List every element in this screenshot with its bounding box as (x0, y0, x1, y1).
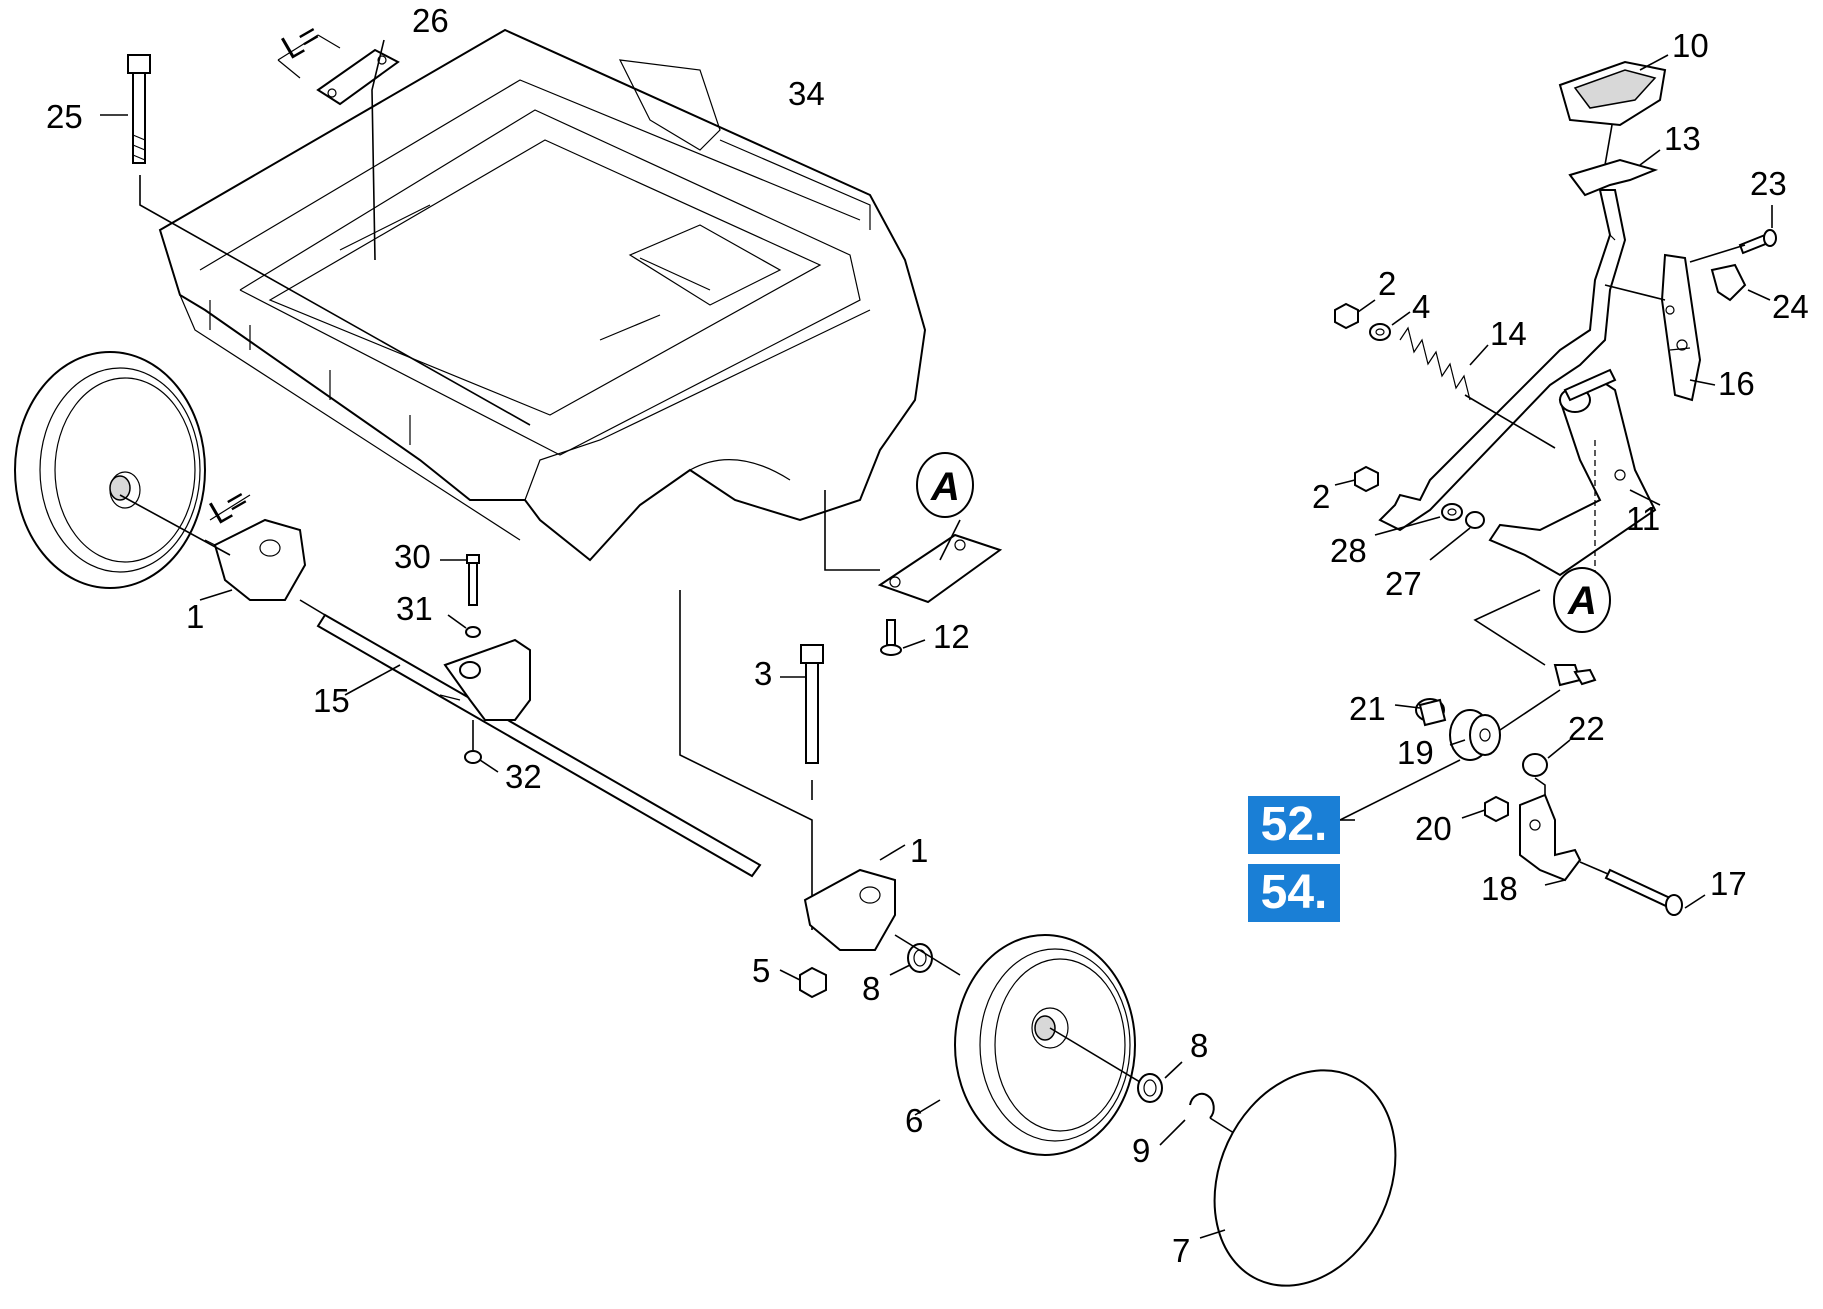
nut-part-2-a (1334, 299, 1376, 330)
badge-54[interactable]: 54. (1248, 864, 1340, 922)
clip-part-24 (1710, 263, 1771, 302)
nut-part-5 (779, 966, 827, 999)
washer-part-31 (447, 614, 481, 638)
wheel-left (14, 351, 206, 589)
callout-1-right: 1 (910, 832, 928, 869)
callout-28: 28 (1330, 532, 1367, 569)
bracket-part-18 (1519, 793, 1582, 886)
callout-10: 10 (1672, 27, 1709, 64)
dimension-label-top: L= (275, 15, 326, 66)
callout-9: 9 (1132, 1132, 1150, 1169)
callout-4: 4 (1412, 288, 1430, 325)
callout-26: 26 (412, 2, 449, 39)
marker-a-2-label: A (1567, 579, 1597, 623)
lever-part-13 (1378, 149, 1661, 532)
callout-3: 3 (754, 655, 772, 692)
callout-23: 23 (1750, 165, 1787, 202)
callout-1-left: 1 (186, 598, 204, 635)
plate-part-12 (824, 490, 1003, 604)
center-bracket (439, 638, 531, 721)
bolt-part-17 (1579, 861, 1706, 916)
badge-52[interactable]: 52. (1248, 796, 1340, 854)
axle-part-15 (299, 599, 762, 878)
callout-labels: 26 25 34 10 13 23 24 2 4 14 16 2 11 28 2… (46, 2, 1809, 1269)
marker-a-1-label: A (930, 465, 960, 509)
pin-part-22-top (1553, 664, 1597, 687)
callout-12: 12 (933, 618, 970, 655)
callout-7: 7 (1172, 1232, 1190, 1269)
callout-32: 32 (505, 758, 542, 795)
callout-27: 27 (1385, 565, 1422, 602)
axle-bracket-right-part-1 (803, 844, 906, 951)
callout-16: 16 (1718, 365, 1755, 402)
callout-19: 19 (1397, 734, 1434, 771)
callout-20: 20 (1415, 810, 1452, 847)
callout-17: 17 (1710, 865, 1747, 902)
callout-13: 13 (1664, 120, 1701, 157)
roller-part-19 (1339, 689, 1561, 821)
callout-6: 6 (905, 1102, 923, 1139)
housing-part-34 (158, 28, 927, 562)
spring-part-14 (1399, 326, 1556, 449)
nut-part-32 (464, 720, 499, 773)
nut-part-2-b (1334, 465, 1379, 493)
sleeve-part-21 (1394, 698, 1447, 727)
callout-30: 30 (394, 538, 431, 575)
pedal-pad-part-10 (1558, 54, 1669, 166)
washer-part-8-a (889, 934, 961, 976)
callout-2-top: 2 (1378, 265, 1396, 302)
washer-part-4 (1369, 311, 1411, 341)
plate-part-16 (1604, 253, 1716, 402)
washer-part-28 (1374, 503, 1463, 536)
washer-part-27 (1429, 511, 1485, 561)
washer-part-8-b (1137, 1061, 1183, 1103)
callout-11: 11 (1626, 500, 1660, 537)
screw-part-23 (1689, 205, 1777, 263)
callout-22: 22 (1568, 710, 1605, 747)
callout-18: 18 (1481, 870, 1518, 907)
callout-2-mid: 2 (1312, 478, 1330, 515)
callout-31: 31 (396, 590, 433, 627)
marker-a-2 (1473, 567, 1611, 666)
screw-part-12 (880, 619, 926, 656)
bushing-part-22 (1522, 739, 1571, 845)
callout-8-a: 8 (862, 970, 880, 1007)
callout-5: 5 (752, 952, 770, 989)
marker-a-1 (916, 452, 974, 518)
bracket-part-26 (277, 34, 400, 261)
dimension-label-left: L= (203, 480, 254, 531)
nut-part-20 (1461, 795, 1509, 823)
callout-21: 21 (1349, 690, 1386, 727)
screw-part-30 (440, 554, 480, 606)
axle-bracket-left-part-1 (119, 494, 307, 601)
callout-8-b: 8 (1190, 1027, 1208, 1064)
hubcap-part-7 (1199, 1069, 1397, 1287)
callout-14: 14 (1490, 315, 1527, 352)
bolt-part-3 (679, 590, 824, 930)
callout-15: 15 (313, 682, 350, 719)
callout-25: 25 (46, 98, 83, 135)
bolt-part-25 (100, 54, 531, 426)
wheel-right-part-6 (914, 934, 1146, 1156)
callout-34: 34 (788, 75, 825, 112)
callout-24: 24 (1772, 288, 1809, 325)
